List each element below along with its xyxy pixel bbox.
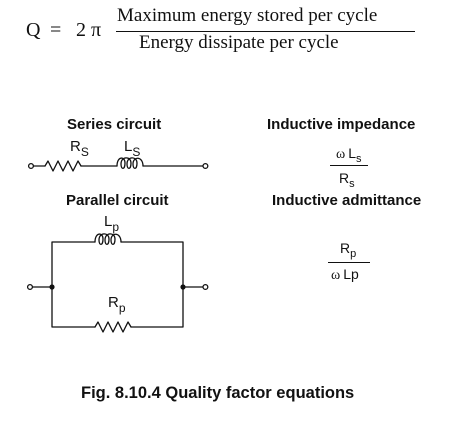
series-inductor-label: LS xyxy=(124,138,140,159)
parallel-circuit xyxy=(26,233,209,333)
formula-fraction-bar xyxy=(116,31,415,33)
parallel-left-node xyxy=(49,284,55,290)
series-resistor-symbol xyxy=(44,160,82,172)
series-left-terminal xyxy=(27,162,35,170)
series-circuit xyxy=(27,157,209,172)
series-resistor-label: RS xyxy=(70,138,89,159)
parallel-inductor-symbol xyxy=(94,233,122,246)
formula-two-pi: 2 π xyxy=(76,19,102,41)
admittance-numerator: Rp xyxy=(340,240,356,260)
impedance-fraction-bar xyxy=(330,165,368,167)
parallel-inductor-label: Lp xyxy=(104,213,119,234)
series-right-terminal xyxy=(202,162,209,170)
parallel-left-terminal xyxy=(26,283,34,291)
parallel-circuit-title: Parallel circuit xyxy=(66,192,169,209)
impedance-denominator: Rs xyxy=(339,170,355,190)
series-inductor-symbol xyxy=(116,157,144,170)
parallel-right-node xyxy=(180,284,186,290)
figure-caption: Fig. 8.10.4 Quality factor equations xyxy=(81,384,355,402)
parallel-right-terminal xyxy=(202,283,209,291)
formula-q: Q xyxy=(26,19,41,41)
formula-numerator: Maximum energy stored per cycle xyxy=(117,5,378,26)
formula-denominator: Energy dissipate per cycle xyxy=(139,32,339,53)
parallel-resistor-symbol xyxy=(94,321,132,333)
parallel-resistor-label: Rp xyxy=(108,294,126,315)
inductive-admittance-title: Inductive admittance xyxy=(272,192,422,209)
formula-equals: = xyxy=(50,19,62,41)
inductive-impedance-title: Inductive impedance xyxy=(267,116,416,133)
series-circuit-title: Series circuit xyxy=(67,116,162,133)
admittance-fraction-bar xyxy=(328,262,370,264)
